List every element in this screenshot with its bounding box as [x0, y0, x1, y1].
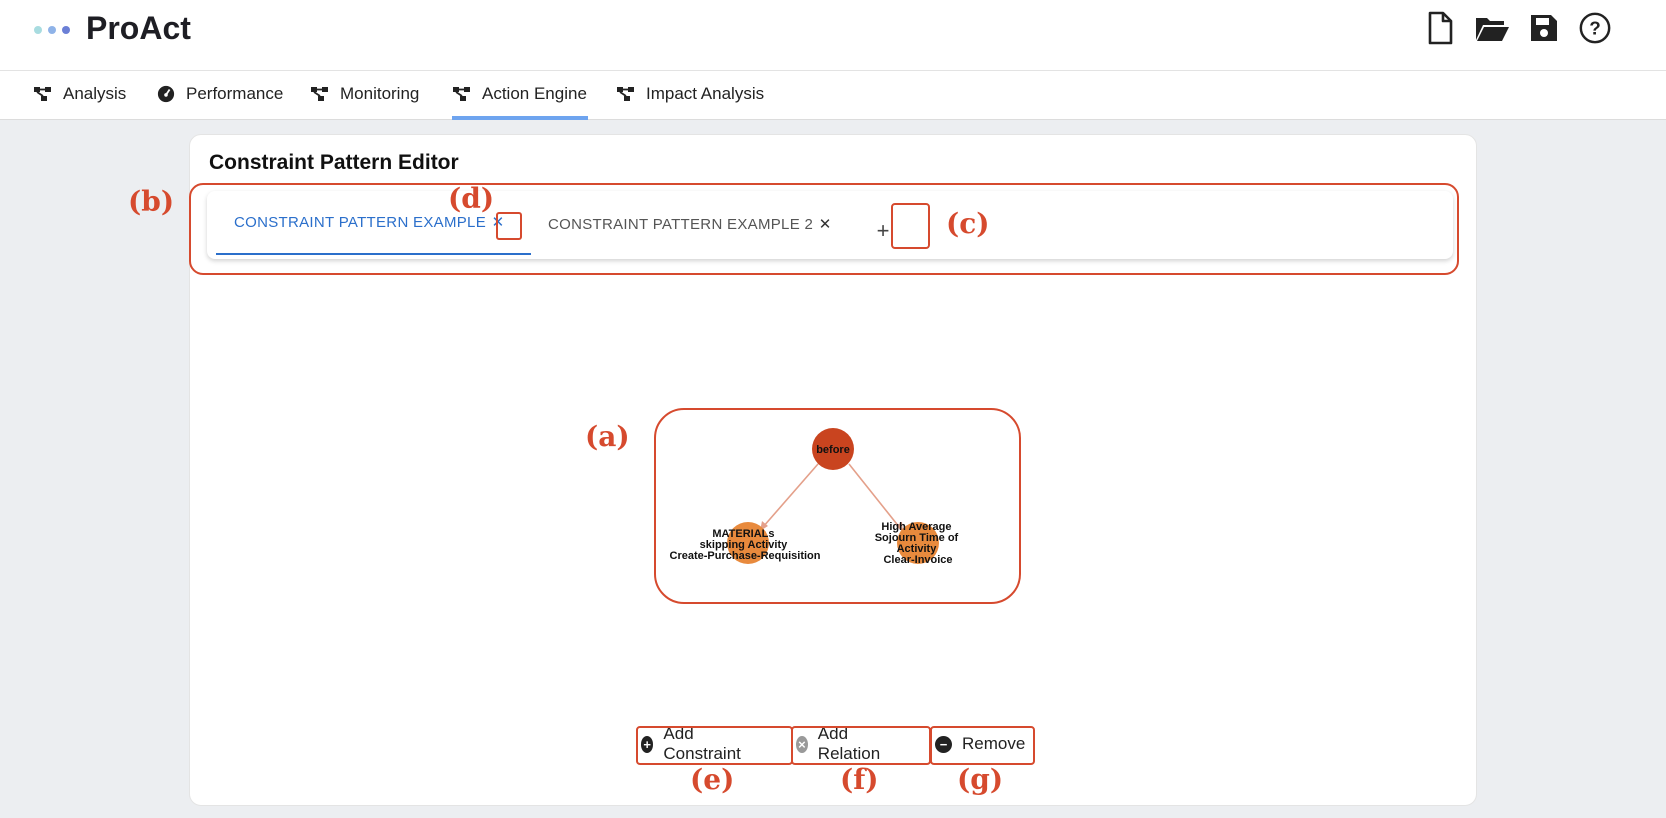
- process-graph-icon: [453, 86, 470, 101]
- tab-performance[interactable]: Performance: [156, 71, 283, 117]
- tab-impact-analysis[interactable]: Impact Analysis: [616, 71, 764, 117]
- button-label: Add Relation: [817, 724, 881, 763]
- annotation-label-g: (g): [957, 763, 1004, 796]
- add-relation-button[interactable]: × Add Relation: [796, 724, 885, 763]
- pattern-tab-label: CONSTRAINT PATTERN EXAMPLE 2: [548, 215, 814, 233]
- annotation-label-d: (d): [448, 182, 495, 215]
- x-circle-icon: ×: [796, 735, 808, 753]
- annotation-label-b: (b): [128, 185, 175, 218]
- save-icon[interactable]: [1528, 10, 1560, 46]
- annotation-label-e: (e): [690, 763, 735, 796]
- tab-analysis[interactable]: Analysis: [33, 71, 126, 117]
- app-title: ProAct: [86, 10, 191, 46]
- new-file-icon[interactable]: [1424, 10, 1456, 46]
- tab-label: Action Engine: [482, 83, 587, 103]
- logo-dot-3: [62, 26, 70, 34]
- pattern-tab-label: CONSTRAINT PATTERN EXAMPLE: [234, 213, 487, 231]
- add-tab-button[interactable]: +: [876, 218, 890, 243]
- speedometer-icon: [157, 85, 175, 103]
- pattern-tabs-bar: CONSTRAINT PATTERN EXAMPLE ✕ CONSTRAINT …: [207, 191, 1453, 259]
- annotation-label-c: (c): [946, 207, 990, 240]
- svg-text:?: ?: [1589, 19, 1601, 40]
- logo-dot-2: [48, 26, 56, 34]
- graph-node-before[interactable]: [812, 428, 854, 470]
- tab-label: Performance: [186, 84, 284, 103]
- add-constraint-button[interactable]: + Add Constraint: [641, 724, 745, 763]
- tab-label: Monitoring: [340, 84, 420, 103]
- app-header: ProAct ?: [0, 0, 1666, 71]
- header-toolbar: ?: [1424, 10, 1612, 46]
- logo-dot-1: [34, 26, 42, 34]
- annotation-label-a: (a): [585, 420, 630, 453]
- tab-label: Analysis: [63, 84, 127, 103]
- tab-monitoring[interactable]: Monitoring: [310, 71, 419, 117]
- graph-node-high-sojourn[interactable]: [897, 522, 939, 564]
- close-tab-button[interactable]: ✕: [818, 216, 832, 233]
- tab-action-engine[interactable]: Action Engine: [452, 71, 588, 120]
- close-tab-button[interactable]: ✕: [491, 214, 505, 231]
- app-logo: [34, 26, 70, 34]
- process-graph-icon: [617, 87, 634, 101]
- plus-circle-icon: +: [641, 735, 654, 753]
- remove-button[interactable]: − Remove: [935, 728, 1025, 760]
- process-graph-icon: [34, 87, 51, 101]
- minus-circle-icon: −: [935, 735, 952, 753]
- graph-node-materials-skipping[interactable]: [727, 522, 769, 564]
- tab-label: Impact Analysis: [646, 84, 765, 103]
- annotation-label-f: (f): [840, 763, 879, 796]
- editor-title: Constraint Pattern Editor: [209, 151, 459, 174]
- open-folder-icon[interactable]: [1474, 10, 1510, 46]
- button-label: Remove: [962, 734, 1026, 753]
- pattern-tab-1[interactable]: CONSTRAINT PATTERN EXAMPLE ✕: [216, 191, 531, 255]
- process-graph-icon: [311, 87, 328, 101]
- help-icon[interactable]: ?: [1578, 10, 1612, 46]
- pattern-tab-2[interactable]: CONSTRAINT PATTERN EXAMPLE 2 ✕: [548, 191, 835, 257]
- button-label: Add Constraint: [663, 724, 741, 763]
- main-navigation: Analysis Performance Monitoring Action E…: [0, 71, 1666, 120]
